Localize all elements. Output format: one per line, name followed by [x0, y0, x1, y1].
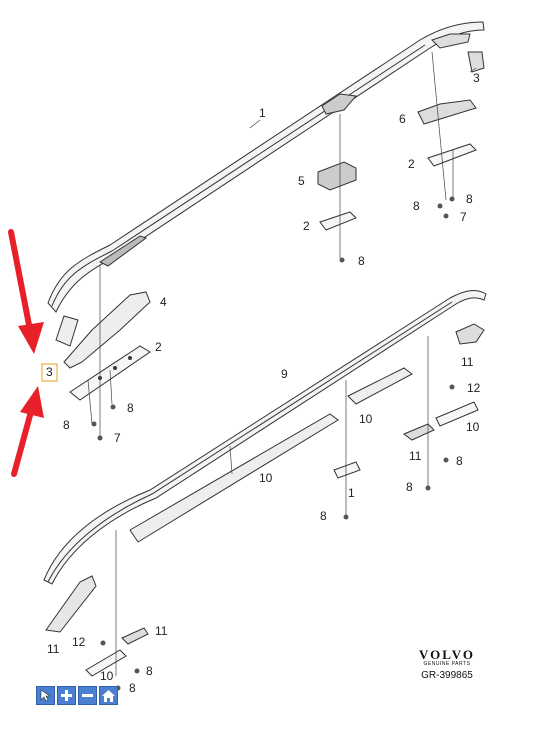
label-3-highlighted: 3 [46, 365, 53, 379]
logo-brand: VOLVO [419, 647, 475, 662]
end-cap-lower-front [45, 575, 97, 633]
trim-bar-10 [129, 413, 339, 543]
fastener-dots [91, 196, 455, 691]
label-3-top: 3 [473, 71, 480, 85]
label-8-center: 8 [358, 254, 365, 268]
label-8-left2: 8 [63, 418, 70, 432]
label-2-right: 2 [408, 157, 415, 171]
highlight-box [41, 363, 58, 382]
label-12-right: 12 [467, 381, 481, 395]
bracket-10-right [435, 401, 479, 427]
label-11-right: 11 [461, 355, 474, 369]
label-7-left: 7 [114, 431, 121, 445]
block-part-5 [317, 161, 357, 191]
end-cap-lower-right [455, 323, 485, 345]
diagram-code: GR-399865 [421, 670, 473, 681]
label-10-bottom: 10 [100, 669, 114, 683]
annotation-arrows [8, 229, 44, 477]
bracket-2-center [319, 211, 357, 231]
cover-part-6 [417, 99, 477, 125]
label-1-lower: 1 [348, 486, 355, 500]
label-6: 6 [399, 112, 406, 126]
label-8-bottom: 8 [146, 664, 153, 678]
leader-lines [87, 51, 477, 676]
roof-rail-upper [47, 21, 485, 313]
volvo-logo: VOLVO GENUINE PARTS GR-399865 [419, 647, 475, 681]
label-10-mid: 10 [359, 412, 373, 426]
trim-bar-10-short [347, 367, 413, 405]
home-icon [102, 689, 115, 702]
label-8-left: 8 [127, 401, 134, 415]
bracket-1-center [333, 461, 361, 479]
clip-11-bottom [121, 627, 149, 645]
zoom-out-button[interactable] [78, 686, 97, 705]
label-10-long: 10 [259, 471, 273, 485]
bracket-2-right [427, 143, 477, 167]
label-11-front: 11 [47, 642, 60, 656]
label-5: 5 [298, 174, 305, 188]
clip-11-right [403, 423, 435, 441]
label-11-clip: 11 [409, 449, 422, 463]
label-1: 1 [259, 106, 266, 120]
zoom-in-button[interactable] [57, 686, 76, 705]
label-8-right: 8 [413, 199, 420, 213]
label-8-right3: 8 [456, 454, 463, 468]
end-cap-upper-front [55, 315, 79, 347]
roof-rail-lower [43, 290, 487, 585]
logo-sub: GENUINE PARTS [424, 661, 471, 667]
label-7-right: 7 [460, 210, 467, 224]
label-10-right: 10 [466, 420, 480, 434]
cursor-icon [40, 689, 51, 702]
end-cap-upper-right [467, 51, 485, 73]
zoom-in-icon [61, 690, 72, 701]
label-8-bottom2: 8 [129, 681, 136, 695]
home-button[interactable] [99, 686, 118, 705]
label-2-left: 2 [155, 340, 162, 354]
label-9: 9 [281, 367, 288, 381]
label-4: 4 [160, 295, 167, 309]
viewer-toolbar [36, 686, 118, 706]
label-8-right2: 8 [466, 192, 473, 206]
zoom-out-icon [82, 694, 93, 697]
label-12-bottom: 12 [72, 635, 86, 649]
label-2-center: 2 [303, 219, 310, 233]
label-8-right4: 8 [406, 480, 413, 494]
label-8-center2: 8 [320, 509, 327, 523]
cursor-button[interactable] [36, 686, 55, 705]
label-11-bottom: 11 [155, 624, 168, 638]
cover-part-4 [63, 291, 151, 369]
